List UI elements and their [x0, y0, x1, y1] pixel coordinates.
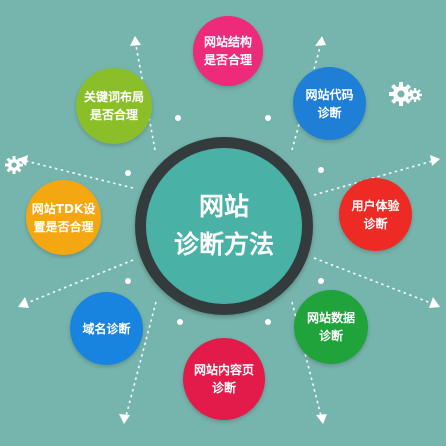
center-title-line2: 诊断方法: [173, 230, 274, 259]
arrowhead-right-top: [430, 155, 440, 166]
node-tdk-settings[interactable]: 网站TDK设 置是否合理: [26, 180, 101, 255]
connector-dot: [125, 170, 131, 176]
node-keyword-layout[interactable]: 关键词布局 是否合理: [76, 68, 152, 144]
connector-dot: [175, 115, 181, 121]
node-label-line2: 置是否合理: [33, 219, 94, 234]
node-label-line1: 网站结构: [203, 35, 252, 49]
connector-bottom-left: [124, 301, 157, 421]
arrowhead-top-right: [315, 36, 326, 46]
node-domain[interactable]: 域名诊断: [70, 292, 143, 365]
arrowhead-bottom-right: [316, 414, 327, 424]
center-title-line1: 网站: [198, 192, 249, 221]
arrowhead-left-top: [18, 155, 28, 166]
node-label-line2: 诊断: [318, 329, 343, 343]
node-label-line1: 网站TDK设: [31, 201, 96, 216]
arrowhead-top-left: [130, 36, 141, 46]
connector-dot: [265, 115, 271, 121]
connector-left-bottom: [21, 259, 134, 306]
gear-icon: [5, 156, 23, 174]
node-label-line2: 是否合理: [203, 53, 252, 67]
center-hub: 网站 诊断方法: [146, 148, 302, 304]
node-label-line1: 网站数据: [306, 311, 355, 325]
arrowhead-right-bottom: [429, 297, 440, 308]
arrowhead-left-bottom: [18, 297, 29, 308]
connector-dot: [318, 278, 324, 284]
node-label-line2: 是否合理: [89, 108, 138, 122]
node-label-line2: 诊断: [317, 105, 342, 120]
node-label-line2: 诊断: [211, 381, 236, 395]
node-user-experience[interactable]: 用户体验 诊断: [339, 178, 412, 251]
connector-left-top: [21, 159, 134, 189]
node-label-line2: 诊断: [363, 216, 388, 231]
gear-icon: [389, 82, 413, 106]
node-site-structure[interactable]: 网站结构 是否合理: [193, 16, 263, 86]
node-label-line1: 网站内容页: [193, 363, 254, 377]
gear-icon: [408, 88, 422, 102]
node-label-line1: 用户体验: [351, 198, 400, 213]
node-label-line1: 关键词布局: [83, 90, 144, 104]
node-site-data[interactable]: 网站数据 诊断: [294, 290, 368, 364]
node-content-page[interactable]: 网站内容页 诊断: [183, 338, 265, 420]
connector-top-right: [291, 39, 323, 151]
node-label-line1: 域名诊断: [82, 321, 131, 336]
node-site-code[interactable]: 网站代码 诊断: [293, 67, 366, 140]
arrowhead-bottom-left: [119, 414, 130, 424]
connector-dot: [318, 167, 324, 173]
connector-dot: [125, 278, 131, 284]
node-label-line1: 网站代码: [305, 87, 354, 102]
connector-dot: [177, 319, 183, 325]
connector-right-bottom: [313, 257, 437, 306]
connector-dot: [265, 319, 271, 325]
